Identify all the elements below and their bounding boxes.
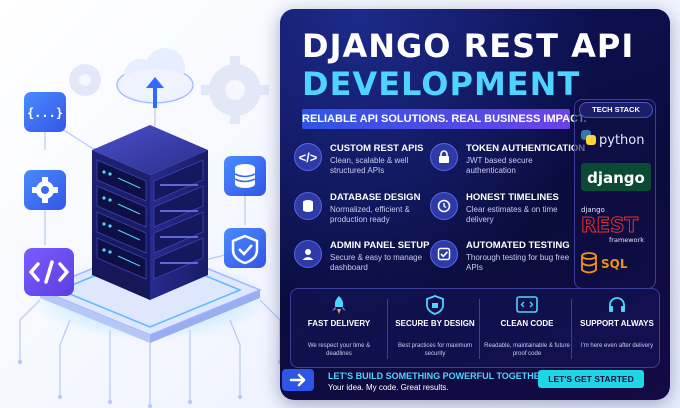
feature-title: TOKEN AUTHENTICATION: [466, 143, 586, 154]
feature-token-authentication: TOKEN AUTHENTICATION JWT based secure au…: [430, 141, 585, 189]
info-panel: DJANGO REST API DEVELOPMENT RELIABLE API…: [280, 9, 670, 400]
title-line-1: DJANGO REST API: [302, 27, 635, 65]
benefit-fast-delivery: FAST DELIVERY We respect your time & dea…: [295, 295, 383, 365]
benefit-title: FAST DELIVERY: [307, 319, 371, 328]
feature-desc: Clear estimates & on time delivery: [466, 205, 558, 224]
json-braces-icon: {...}: [27, 106, 63, 120]
database-tile: [224, 156, 266, 196]
rocket-icon: [332, 296, 346, 314]
cta-arrow-badge: [282, 369, 314, 391]
feature-desc: Clean, scalable & well structured APIs: [330, 156, 409, 175]
tech-logos: python django django REST framework SQL: [581, 130, 651, 274]
benefits-box: FAST DELIVERY We respect your time & dea…: [290, 288, 660, 368]
divider: [479, 299, 480, 359]
arrow-right-icon: [289, 373, 306, 387]
benefit-desc: Readable, maintainable & future proof co…: [484, 343, 570, 357]
code-tile: [24, 248, 74, 296]
benefit-secure-by-design: SECURE BY DESIGN Best practices for maxi…: [391, 295, 479, 365]
cta-headline: LET'S BUILD SOMETHING POWERFUL TOGETHER!: [328, 371, 550, 381]
tagline-banner: RELIABLE API SOLUTIONS. REAL BUSINESS IM…: [302, 109, 587, 129]
sql-wordmark: SQL: [601, 257, 628, 271]
django-wordmark: django: [587, 169, 645, 187]
django-logo-bg: [581, 163, 651, 191]
cloud-upload-icon: [116, 48, 194, 108]
database-icon: [294, 192, 322, 220]
benefit-desc: We respect your time & deadlines: [307, 343, 371, 357]
sql-database-icon: [581, 252, 597, 274]
feature-honest-timelines: HONEST TIMELINES Clear estimates & on ti…: [430, 190, 570, 238]
headset-icon: [609, 297, 625, 312]
feature-desc: JWT based secure authentication: [466, 156, 533, 175]
benefit-clean-code: CLEAN CODE Readable, maintainable & futu…: [483, 295, 571, 365]
shield-check-icon: [231, 234, 259, 265]
feature-desc: Thorough testing for bug free APIs: [466, 253, 570, 272]
drf-framework-label: framework: [609, 236, 644, 244]
benefit-title: CLEAN CODE: [500, 319, 554, 328]
shield-tile: [224, 228, 266, 268]
get-started-button[interactable]: LET'S GET STARTED: [538, 370, 644, 388]
feature-title: ADMIN PANEL SETUP: [330, 240, 430, 251]
code-brackets-icon: [29, 260, 69, 284]
tech-stack-box: TECH STACK python django django REST fra…: [574, 99, 656, 289]
benefit-desc: I'm here even after delivery: [580, 343, 654, 349]
feature-admin-panel-setup: ADMIN PANEL SETUP Secure & easy to manag…: [294, 238, 434, 286]
benefit-title: SECURE BY DESIGN: [395, 319, 475, 328]
user-icon: [294, 240, 322, 268]
benefit-desc: Best practices for maximum security: [397, 343, 473, 357]
feature-title: DATABASE DESIGN: [330, 192, 421, 203]
feature-automated-testing: AUTOMATED TESTING Thorough testing for b…: [430, 238, 570, 286]
feature-desc: Normalized, efficient & production ready: [330, 205, 410, 224]
feature-title: CUSTOM REST APIS: [330, 143, 424, 154]
drf-django-label: django: [581, 206, 605, 214]
feature-desc: Secure & easy to manage dashboard: [330, 253, 423, 272]
feature-database-design: DATABASE DESIGN Normalized, efficient & …: [294, 190, 434, 238]
python-logo-icon: [581, 130, 596, 145]
feature-custom-rest-apis: </> CUSTOM REST APIS Clean, scalable & w…: [294, 141, 434, 189]
json-tile: {...}: [24, 92, 66, 132]
python-wordmark: python: [599, 133, 644, 148]
title-line-2: DEVELOPMENT: [302, 65, 581, 103]
feature-title: AUTOMATED TESTING: [466, 240, 570, 251]
shield-icon: [426, 295, 444, 315]
divider: [571, 299, 572, 359]
gear-tile: [24, 170, 66, 210]
drf-rest-wordmark: REST: [581, 213, 638, 237]
feature-title: HONEST TIMELINES: [466, 192, 559, 203]
cta-subline: Your idea. My code. Great results.: [328, 383, 449, 392]
tech-stack-heading: TECH STACK: [579, 102, 653, 118]
clock-icon: [430, 192, 458, 220]
divider: [387, 299, 388, 359]
benefit-title: SUPPORT ALWAYS: [580, 319, 654, 328]
code-window-icon: [516, 296, 538, 313]
lock-icon: [430, 143, 458, 171]
code-icon: </>: [294, 143, 322, 171]
checkbox-icon: [430, 240, 458, 268]
benefit-support-always: SUPPORT ALWAYS I'm here even after deliv…: [573, 295, 661, 365]
server-tower: [92, 125, 208, 300]
server-illustration: {...}: [17, 48, 283, 408]
